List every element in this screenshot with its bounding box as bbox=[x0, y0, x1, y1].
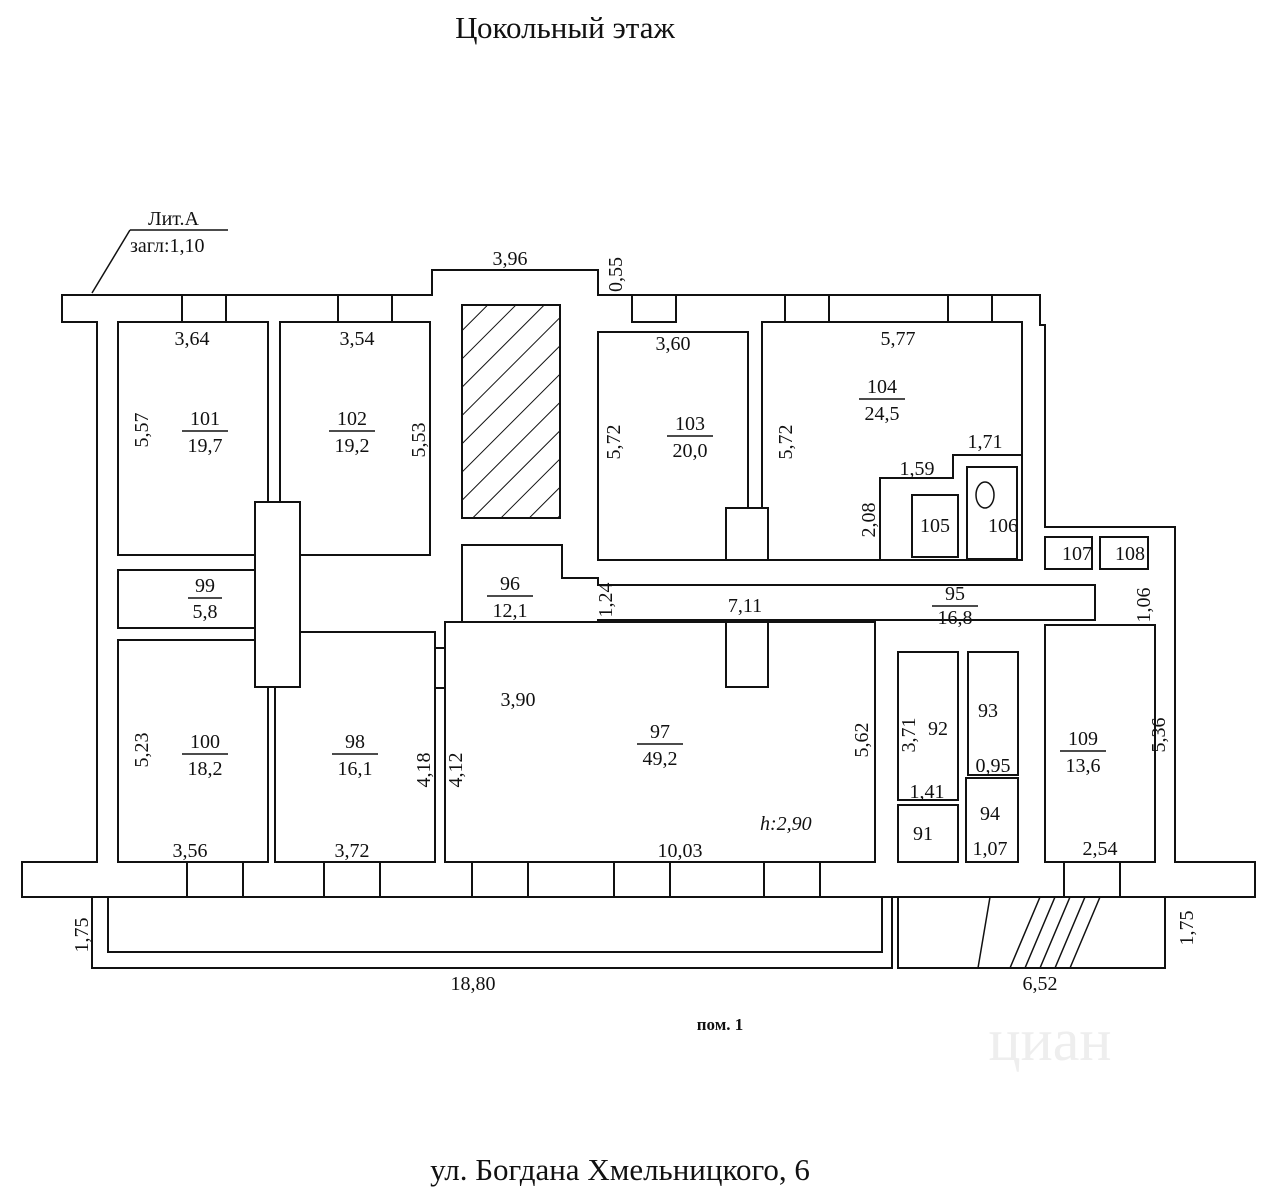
label-rooms-1-num: 102 bbox=[337, 408, 367, 430]
label-rooms-5-area: 12,1 bbox=[493, 600, 528, 622]
room-102: 102 19,2 bbox=[329, 408, 375, 457]
room-101: 101 19,7 bbox=[182, 408, 228, 457]
label-rooms-9-area: 49,2 bbox=[643, 748, 678, 770]
label-dimensions-32: 18,80 bbox=[451, 973, 496, 995]
label-dimensions-27: 3,72 bbox=[335, 840, 370, 862]
room-104: 104 24,5 bbox=[859, 376, 905, 425]
label-rooms-5-num: 96 bbox=[500, 573, 520, 595]
room-109: 109 13,6 bbox=[1060, 728, 1106, 777]
label-dimensions-20: 5,62 bbox=[851, 723, 873, 758]
label-dimensions-26: 3,56 bbox=[173, 840, 208, 862]
label-rooms-7-num: 100 bbox=[190, 731, 220, 753]
room-105: 105 bbox=[920, 515, 950, 537]
room-92: 92 bbox=[928, 718, 948, 740]
label-rooms-7-area: 18,2 bbox=[188, 758, 223, 780]
label-rooms-0-num: 101 bbox=[190, 408, 220, 430]
label-dimensions-31: 1,75 bbox=[1176, 911, 1198, 946]
room-93: 93 bbox=[978, 700, 998, 722]
room-108: 108 bbox=[1115, 543, 1145, 565]
room-97: 97 49,2 bbox=[637, 721, 683, 770]
label-dimensions-10: 1,71 bbox=[968, 431, 1003, 453]
shaft-hatched bbox=[461, 304, 561, 519]
label-rooms-3-num: 104 bbox=[867, 376, 897, 398]
walls bbox=[21, 269, 1256, 969]
label-rooms-4-area: 5,8 bbox=[193, 601, 218, 623]
label-rooms-6-num: 95 bbox=[945, 583, 965, 605]
label-dimensions-28: 10,03 bbox=[658, 840, 703, 862]
label-rooms-0-area: 19,7 bbox=[188, 435, 223, 457]
ceiling-height: h:2,90 bbox=[760, 813, 812, 835]
label-dimensions-1: 0,55 bbox=[605, 257, 627, 292]
label-dimensions-4: 3,60 bbox=[656, 333, 691, 355]
label-dimensions-22: 0,95 bbox=[976, 755, 1011, 777]
label-dimensions-19: 4,12 bbox=[445, 753, 467, 788]
label-dimensions-12: 2,08 bbox=[858, 503, 880, 538]
label-dimensions-21: 3,71 bbox=[898, 718, 920, 753]
label-dimensions-25: 1,07 bbox=[973, 838, 1008, 860]
room-106: 106 bbox=[988, 515, 1018, 537]
label-dimensions-5: 5,77 bbox=[881, 328, 916, 350]
label-dimensions-30: 1,75 bbox=[71, 918, 93, 953]
label-dimensions-15: 1,06 bbox=[1133, 588, 1155, 623]
label-rooms-2-area: 20,0 bbox=[673, 440, 708, 462]
label-dimensions-23: 5,36 bbox=[1148, 718, 1170, 753]
dimension-labels: 3,96 0,55 3,64 3,54 3,60 5,77 5,57 5,53 … bbox=[71, 248, 1198, 995]
label-dimensions-29: 2,54 bbox=[1083, 838, 1118, 860]
label-dimensions-2: 3,64 bbox=[175, 328, 210, 350]
label-rooms-9-num: 97 bbox=[650, 721, 670, 743]
label-dimensions-9: 5,72 bbox=[775, 425, 797, 460]
label-dimensions-11: 1,59 bbox=[900, 458, 935, 480]
room-96: 96 12,1 bbox=[487, 573, 533, 622]
label-dimensions-6: 5,57 bbox=[131, 413, 153, 448]
label-dimensions-0: 3,96 bbox=[493, 248, 528, 270]
label-dimensions-16: 3,90 bbox=[501, 689, 536, 711]
label-dimensions-14: 7,11 bbox=[728, 595, 762, 617]
building-lit: Лит.А bbox=[148, 208, 200, 230]
room-99: 995,8 bbox=[188, 575, 222, 623]
label-dimensions-24: 1,41 bbox=[910, 781, 945, 803]
toilet-icon bbox=[975, 481, 995, 509]
label-dimensions-7: 5,53 bbox=[408, 423, 430, 458]
building-depth: загл:1,10 bbox=[130, 235, 205, 257]
label-rooms-2-num: 103 bbox=[675, 413, 705, 435]
room-103: 103 20,0 bbox=[667, 413, 713, 462]
label-rooms-6-area: 16,8 bbox=[938, 607, 973, 629]
label-dimensions-13: 1,24 bbox=[595, 583, 617, 618]
room-91: 91 bbox=[913, 823, 933, 845]
label-dimensions-17: 5,23 bbox=[131, 733, 153, 768]
label-rooms-8-num: 98 bbox=[345, 731, 365, 753]
windows bbox=[181, 294, 1121, 898]
label-rooms-10-num: 109 bbox=[1068, 728, 1098, 750]
label-dimensions-18: 4,18 bbox=[413, 753, 435, 788]
label-rooms-10-area: 13,6 bbox=[1066, 755, 1101, 777]
page-title: Цокольный этаж bbox=[455, 10, 675, 45]
premises-label: пом. 1 bbox=[697, 1015, 744, 1034]
label-rooms-8-area: 16,1 bbox=[338, 758, 373, 780]
room-100: 100 18,2 bbox=[182, 731, 228, 780]
label-dimensions-8: 5,72 bbox=[603, 425, 625, 460]
address: ул. Богдана Хмельницкого, 6 bbox=[430, 1152, 810, 1187]
label-dimensions-33: 6,52 bbox=[1023, 973, 1058, 995]
room-107: 107 bbox=[1062, 543, 1092, 565]
watermark: циан bbox=[989, 1007, 1112, 1073]
room-98: 98 16,1 bbox=[332, 731, 378, 780]
label-rooms-3-area: 24,5 bbox=[865, 403, 900, 425]
label-rooms-1-area: 19,2 bbox=[335, 435, 370, 457]
label-rooms-4-num: 99 bbox=[195, 575, 215, 597]
room-94: 94 bbox=[980, 803, 1000, 825]
label-dimensions-3: 3,54 bbox=[340, 328, 375, 350]
stairs bbox=[977, 896, 1101, 969]
